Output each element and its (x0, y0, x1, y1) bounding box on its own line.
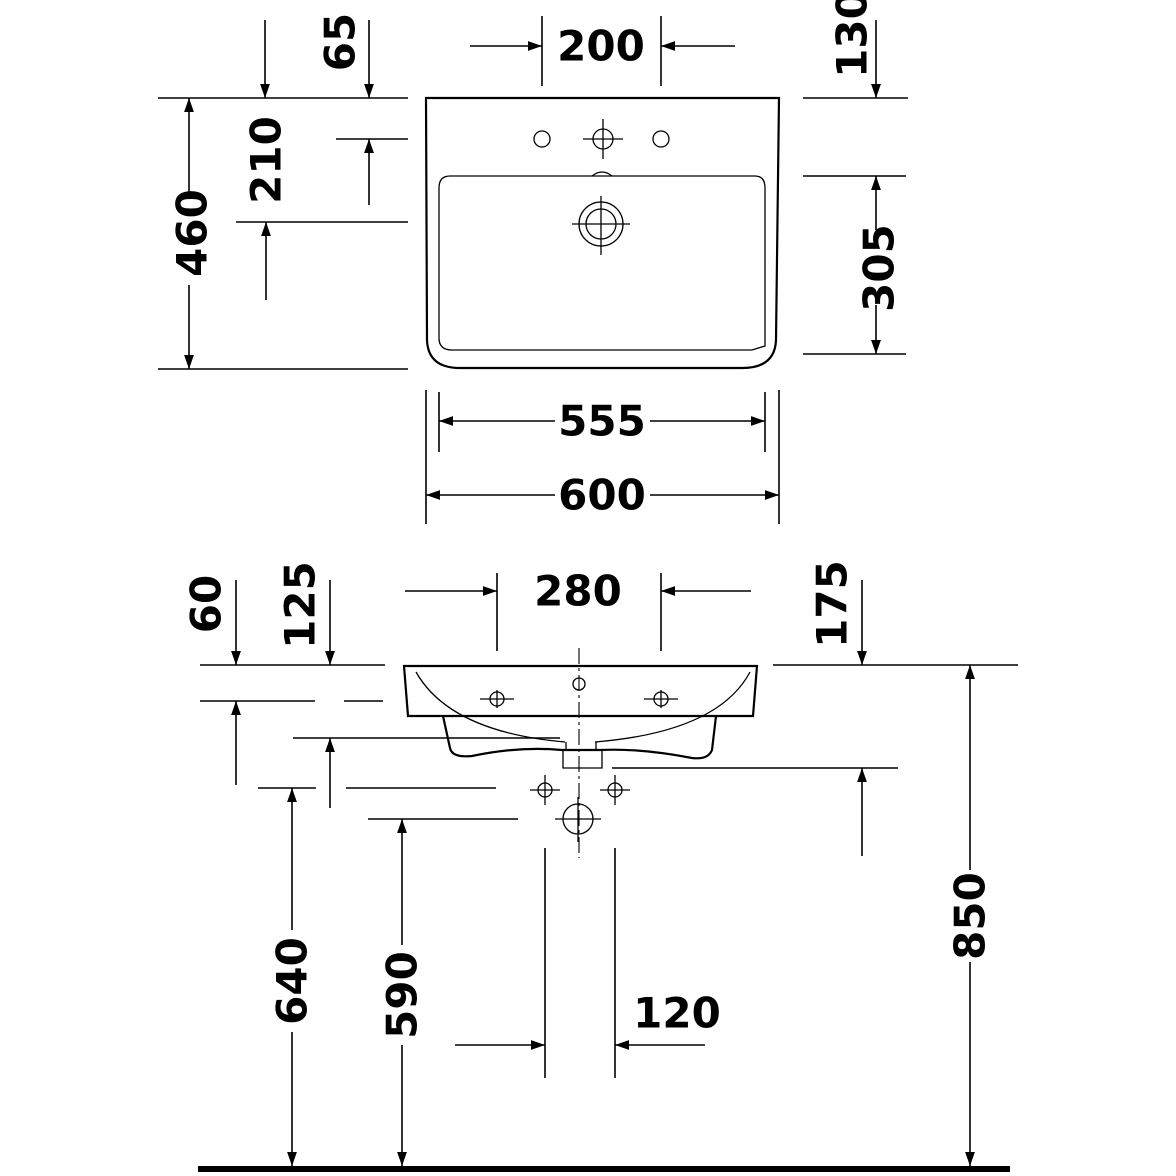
tap-hole-left (533, 130, 551, 148)
top-view: 200 65 130 210 460 305 555 600 (158, 0, 908, 524)
front-view: 280 60 125 175 640 590 120 850 (182, 560, 1018, 1172)
dim-floor-to-rim: 850 (946, 872, 995, 960)
dim-tap-hole-to-bowl: 130 (828, 0, 877, 78)
dim-rim-to-supply: 175 (808, 560, 857, 648)
dim-fixing-hole-spacing: 280 (534, 567, 622, 616)
waste-spigot (562, 742, 603, 769)
dim-overall-depth: 460 (168, 189, 217, 277)
tap-hole-right (652, 130, 670, 148)
dim-bowl-depth: 305 (855, 224, 904, 312)
dim-rim-to-waste-outlet: 125 (276, 561, 325, 649)
dim-bowl-width: 555 (558, 397, 646, 446)
basin-outline-front (402, 664, 759, 718)
bowl-outline-top (438, 175, 766, 351)
dim-front-to-tap-hole: 65 (316, 13, 365, 71)
dim-rim-to-fixing: 60 (182, 575, 231, 633)
floor-line (198, 1166, 1010, 1172)
basin-outline-top (424, 96, 781, 370)
basin-lower-body (441, 715, 718, 760)
dim-tap-hole-spacing: 200 (557, 22, 645, 71)
dim-wall-to-waste: 210 (242, 116, 291, 204)
dim-overall-width: 600 (558, 471, 646, 520)
dim-floor-to-waste: 590 (378, 951, 427, 1039)
dim-supply-line-spacing: 120 (633, 989, 721, 1038)
dim-floor-to-supply-lines: 640 (268, 937, 317, 1025)
